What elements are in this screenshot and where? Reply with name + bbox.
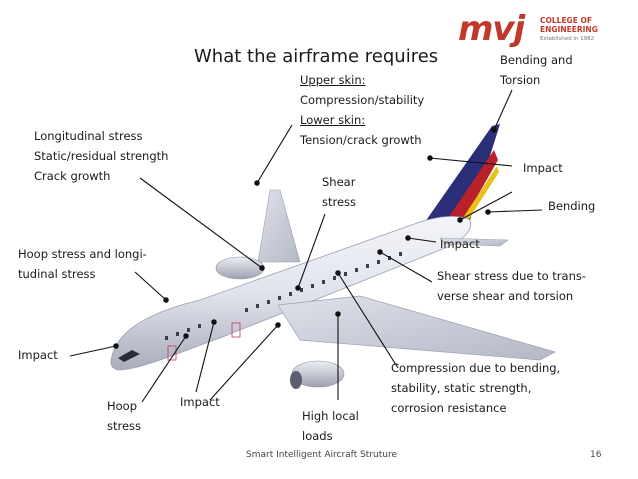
shear-transverse-line-1: Shear stress due to trans- (437, 266, 586, 286)
label-hoop: Hoop stress (107, 396, 141, 436)
far-engine (216, 257, 264, 279)
label-hoop-longitudinal: Hoop stress and longi- tudinal stress (18, 244, 147, 284)
lower-skin-heading: Lower skin: (300, 110, 424, 130)
page-number: 16 (590, 450, 601, 460)
label-impact-nose: Impact (18, 345, 58, 365)
hoop-line-2: stress (107, 416, 141, 436)
slide-title: What the airframe requires (194, 46, 438, 67)
longitudinal-line-2: Static/residual strength (34, 146, 168, 166)
hoop-longitudinal-line-2: tudinal stress (18, 264, 147, 284)
longitudinal-line-1: Longitudinal stress (34, 126, 168, 146)
label-bending-torsion: Bending and Torsion (500, 50, 573, 90)
shear-line-2: stress (322, 192, 356, 212)
high-local-line-2: loads (302, 426, 359, 446)
label-bending-tail: Bending (548, 196, 595, 216)
bending-torsion-line-1: Bending and (500, 50, 573, 70)
upper-skin-heading: Upper skin: (300, 70, 424, 90)
longitudinal-line-3: Crack growth (34, 166, 168, 186)
compression-line-3: corrosion resistance (391, 398, 560, 418)
label-skin: Upper skin: Compression/stability Lower … (300, 70, 424, 150)
label-impact-mid: Impact (440, 234, 480, 254)
label-high-local-loads: High local loads (302, 406, 359, 446)
label-shear: Shear stress (322, 172, 356, 212)
far-wing (258, 190, 300, 262)
near-engine-intake (290, 371, 302, 389)
footer-text: Smart Intelligent Aircraft Struture (246, 450, 397, 460)
bending-torsion-line-2: Torsion (500, 70, 573, 90)
label-longitudinal: Longitudinal stress Static/residual stre… (34, 126, 168, 186)
compression-line-1: Compression due to bending, (391, 358, 560, 378)
hoop-line-1: Hoop (107, 396, 141, 416)
shear-transverse-line-2: verse shear and torsion (437, 286, 586, 306)
upper-skin-detail: Compression/stability (300, 90, 424, 110)
label-shear-transverse: Shear stress due to trans- verse shear a… (437, 266, 586, 306)
label-impact-low: Impact (180, 392, 220, 412)
shear-line-1: Shear (322, 172, 356, 192)
label-impact-tail: Impact (523, 158, 563, 178)
high-local-line-1: High local (302, 406, 359, 426)
lower-skin-detail: Tension/crack growth (300, 130, 424, 150)
label-compression: Compression due to bending, stability, s… (391, 358, 560, 418)
hoop-longitudinal-line-1: Hoop stress and longi- (18, 244, 147, 264)
compression-line-2: stability, static strength, (391, 378, 560, 398)
